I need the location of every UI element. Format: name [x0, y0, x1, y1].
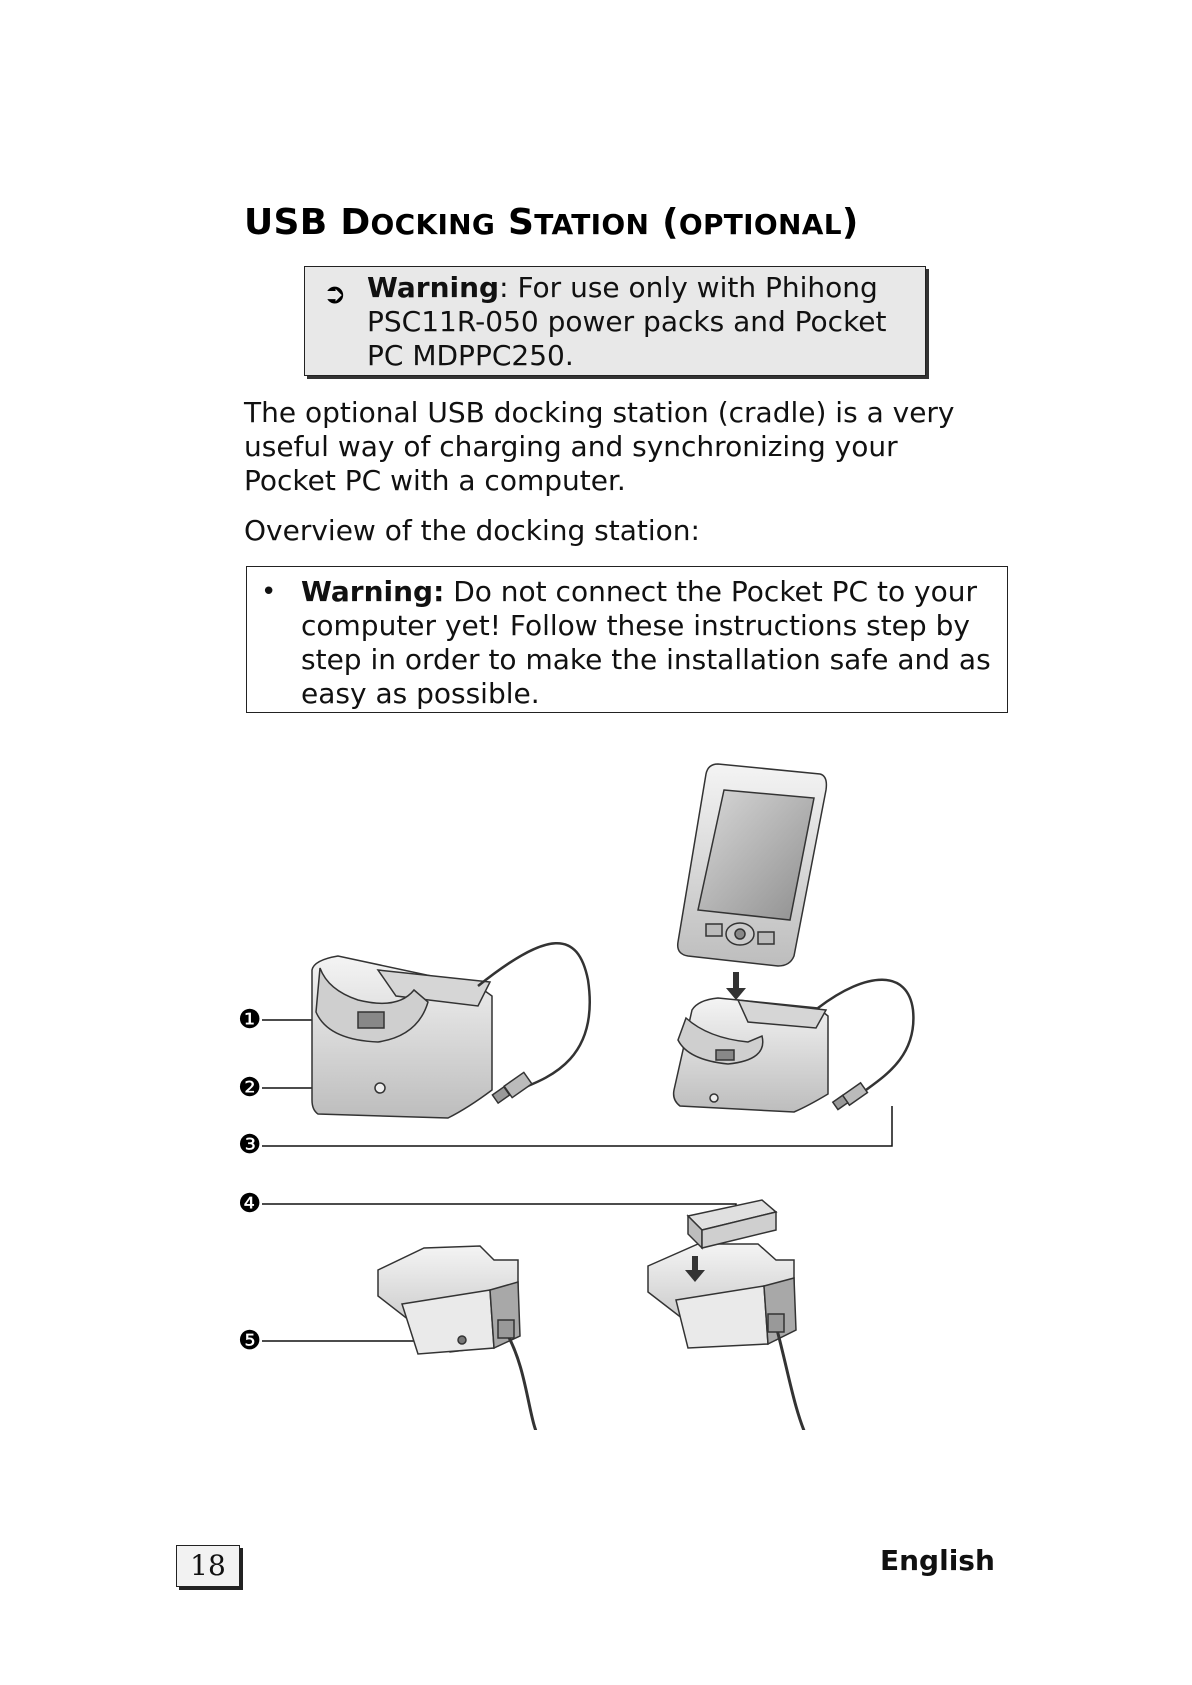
usb-cable-left [477, 942, 591, 1092]
power-plug-left [497, 1319, 515, 1339]
cradle-back-right [647, 1243, 797, 1349]
warning-note-text: Warning: For use only with Phihong PSC11… [367, 271, 887, 372]
warning-box: • Warning: Do not connect the Pocket PC … [246, 566, 1008, 713]
cradle-left [311, 955, 493, 1119]
power-cable-left [504, 1331, 538, 1430]
battery-insert-arrow-icon [685, 1256, 705, 1282]
warning-note-box: ➲ Warning: For use only with Phihong PSC… [304, 266, 926, 376]
callout-3: ❸ [238, 1130, 261, 1160]
callout-4: ❹ [238, 1189, 261, 1219]
intro-paragraph: The optional USB docking station (cradle… [244, 396, 955, 497]
pocket-pc-device [676, 763, 828, 967]
language-label: English [880, 1544, 995, 1577]
usb-plug-right [831, 1081, 869, 1111]
overview-label: Overview of the docking station: [244, 514, 700, 547]
callout-2: ❷ [238, 1073, 261, 1103]
cradle-right [672, 997, 829, 1113]
page-title: USB DOCKING STATION (OPTIONAL) [244, 202, 859, 243]
usb-cable-right [817, 978, 915, 1097]
callout-1: ❶ [238, 1005, 261, 1035]
power-cable-right [774, 1325, 806, 1430]
battery-pack [686, 1199, 778, 1250]
usb-plug-left [491, 1071, 533, 1105]
arrow-bullet-icon: ➲ [323, 277, 347, 310]
warning-text: Warning: Do not connect the Pocket PC to… [301, 575, 991, 710]
power-plug-right [767, 1313, 785, 1333]
insert-arrow-icon [726, 972, 746, 1000]
bullet-icon: • [261, 577, 277, 607]
page-number: 18 [176, 1545, 240, 1587]
docking-station-illustration: ❶ ❷ ❸ ❹ ❺ [238, 763, 915, 1430]
callout-5: ❺ [238, 1326, 261, 1356]
